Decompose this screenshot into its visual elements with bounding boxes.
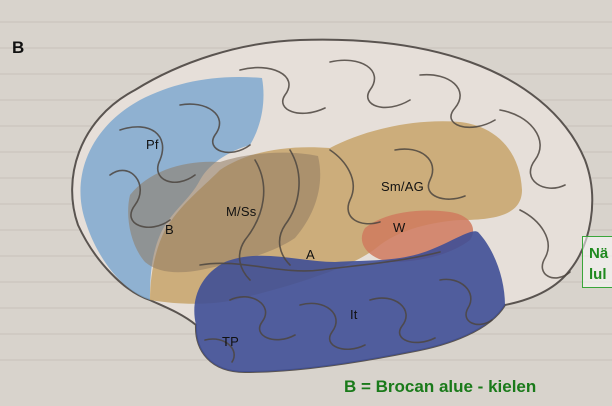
region-label-tp: TP [222,334,239,349]
region-label-w: W [393,220,405,235]
callout-line-1: Nä [589,243,612,264]
region-label-it: It [350,307,358,322]
callout-line-2: lul [589,264,612,285]
callout-box: Nä lul [582,236,612,288]
region-label-b: B [165,222,174,237]
region-label-a: A [306,247,315,262]
region-label-smag: Sm/AG [381,179,424,194]
region-label-pf: Pf [146,137,159,152]
panel-letter: B [12,38,24,58]
figure-caption: B = Brocan alue - kielen [344,377,536,397]
region-label-mss: M/Ss [226,204,256,219]
